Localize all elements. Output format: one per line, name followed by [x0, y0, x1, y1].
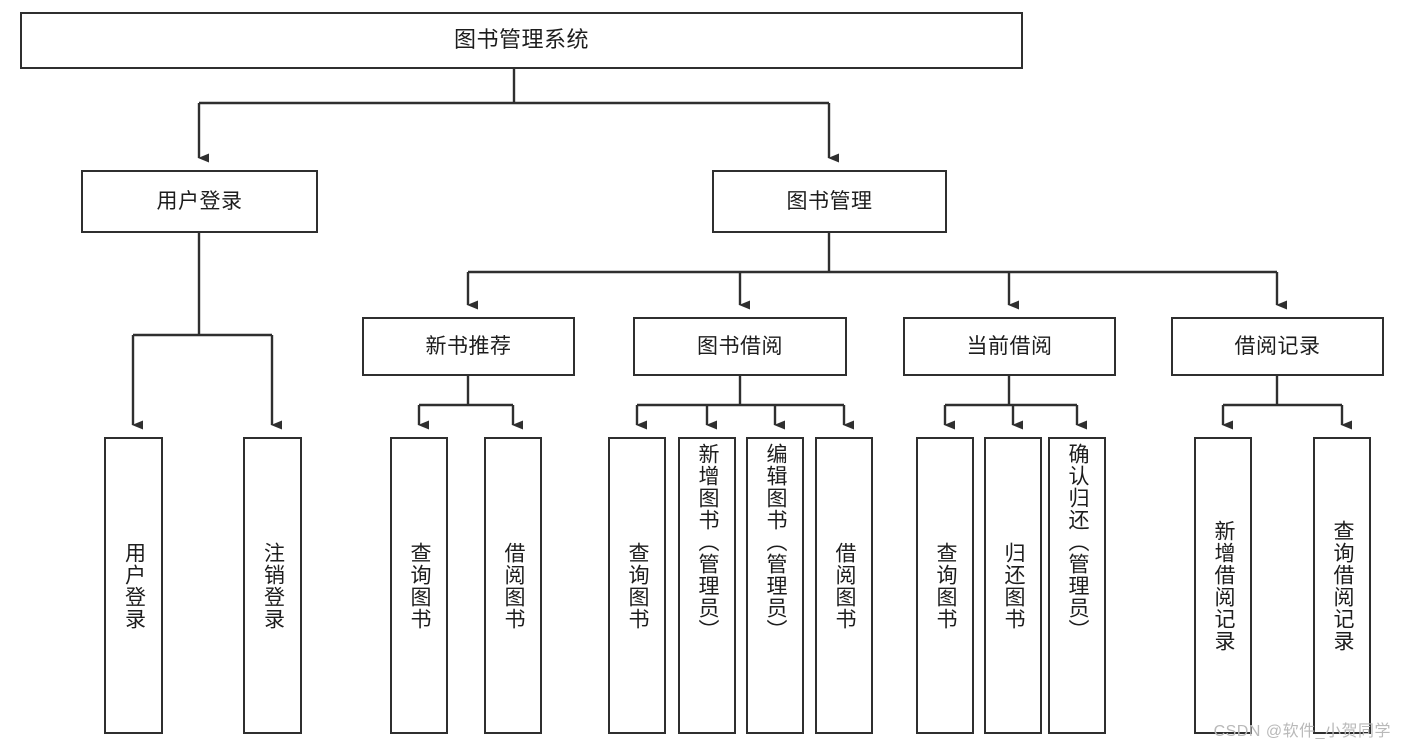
node-label: 当前借阅	[966, 334, 1053, 358]
leaf-recommend-query-book[interactable]: 查询图书	[390, 437, 448, 734]
leaf-borrow-borrow-book[interactable]: 借阅图书	[815, 437, 873, 734]
leaf-current-return-book[interactable]: 归还图书	[984, 437, 1042, 734]
leaf-borrow-edit-book-admin[interactable]: 编辑图书（管理员）	[746, 437, 804, 734]
node-label: 归还图书	[1002, 541, 1026, 630]
node-label: 新增借阅记录	[1212, 519, 1236, 652]
node-new-book-recommend[interactable]: 新书推荐	[362, 317, 575, 376]
node-root-system[interactable]: 图书管理系统	[20, 12, 1023, 69]
node-label: 图书管理系统	[453, 27, 589, 53]
node-label: 新书推荐	[425, 334, 512, 358]
node-current-borrow[interactable]: 当前借阅	[903, 317, 1116, 376]
node-label: 借阅图书	[502, 541, 526, 630]
node-label: 新增图书（管理员）	[696, 443, 720, 641]
node-label: 确认归还（管理员）	[1066, 443, 1090, 641]
node-book-borrow[interactable]: 图书借阅	[633, 317, 847, 376]
leaf-borrow-add-book-admin[interactable]: 新增图书（管理员）	[678, 437, 736, 734]
node-label: 查询图书	[626, 541, 650, 630]
watermark-text: CSDN @软件_小贺同学	[1213, 723, 1391, 740]
node-label: 查询图书	[934, 541, 958, 630]
node-borrow-record[interactable]: 借阅记录	[1171, 317, 1384, 376]
leaf-current-confirm-return-admin[interactable]: 确认归还（管理员）	[1048, 437, 1106, 734]
leaf-user-login-signout[interactable]: 注销登录	[243, 437, 302, 734]
leaf-record-add-record[interactable]: 新增借阅记录	[1194, 437, 1252, 734]
leaf-record-query-record[interactable]: 查询借阅记录	[1313, 437, 1371, 734]
node-label: 图书管理	[786, 189, 873, 213]
node-user-login[interactable]: 用户登录	[81, 170, 318, 233]
node-label: 图书借阅	[697, 334, 783, 358]
node-label: 借阅图书	[833, 541, 857, 630]
node-label: 查询借阅记录	[1331, 519, 1355, 652]
leaf-borrow-query-book[interactable]: 查询图书	[608, 437, 666, 734]
node-label: 用户登录	[156, 189, 243, 213]
node-label: 编辑图书（管理员）	[764, 443, 788, 641]
node-label: 查询图书	[408, 541, 432, 630]
leaf-recommend-borrow-book[interactable]: 借阅图书	[484, 437, 542, 734]
node-label: 借阅记录	[1234, 334, 1321, 358]
node-book-management[interactable]: 图书管理	[712, 170, 947, 233]
node-label: 注销登录	[261, 541, 285, 630]
leaf-user-login-signin[interactable]: 用户登录	[104, 437, 163, 734]
leaf-current-query-book[interactable]: 查询图书	[916, 437, 974, 734]
node-label: 用户登录	[122, 541, 146, 630]
